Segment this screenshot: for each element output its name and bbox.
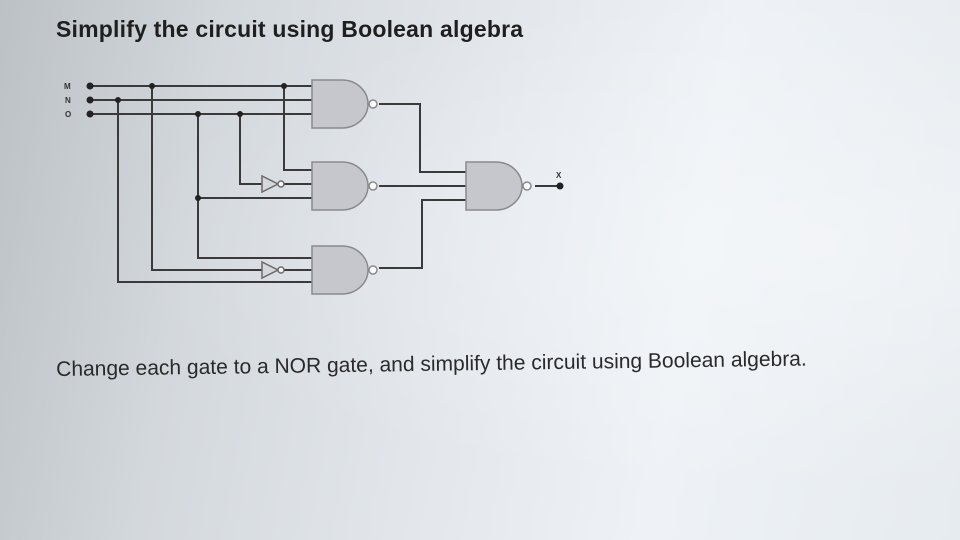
junction-dot	[281, 83, 287, 89]
junction-dot	[115, 97, 121, 103]
input-label-m: M	[64, 82, 71, 91]
input-label-n: N	[65, 96, 71, 105]
junction-dot	[149, 83, 155, 89]
nand-gate-2	[311, 161, 369, 211]
junction-dot	[195, 195, 201, 201]
wire-gate1-out	[379, 103, 467, 173]
input-terminal-o	[86, 110, 94, 118]
junction-dot	[237, 111, 243, 117]
input-terminal-n	[86, 96, 94, 104]
nand-gate-4	[465, 161, 523, 211]
not-gate-2-bubble	[277, 266, 285, 274]
nand-gate-1-bubble	[368, 99, 378, 109]
output-label-x: X	[556, 171, 562, 180]
input-terminal-m	[86, 82, 94, 90]
nand-gate-2-bubble	[368, 181, 378, 191]
nand-gate-4-bubble	[522, 181, 532, 191]
wire-gate3-out	[379, 199, 467, 269]
not-gate-2	[261, 260, 280, 280]
nand-gate-3-bubble	[368, 265, 378, 275]
question-title: Simplify the circuit using Boolean algeb…	[56, 16, 524, 42]
not-gate-1	[261, 174, 280, 194]
input-label-o: O	[65, 110, 71, 119]
nand-gate-3	[311, 245, 369, 295]
junction-dot	[195, 111, 201, 117]
nand-gate-1	[311, 79, 369, 129]
output-terminal	[556, 182, 564, 190]
not-gate-1-bubble	[277, 180, 285, 188]
